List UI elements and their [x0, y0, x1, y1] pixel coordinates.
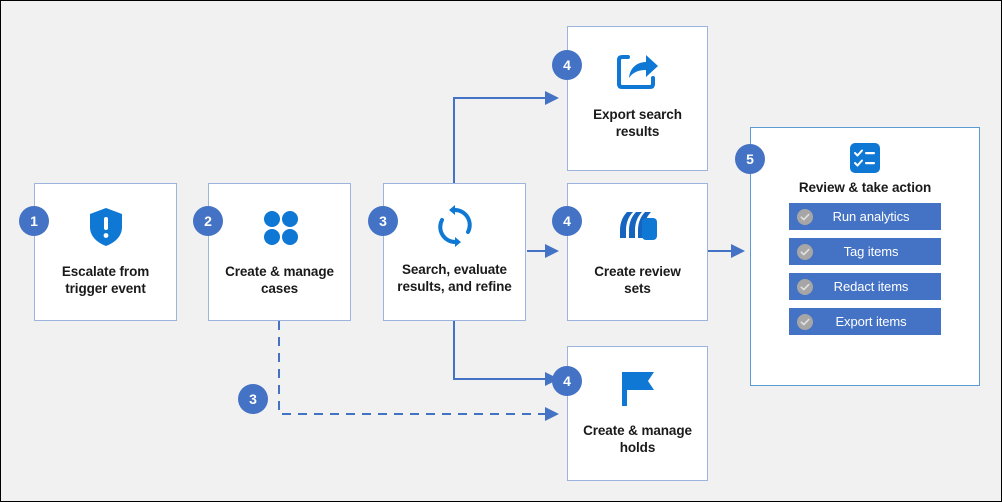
- connector-search-to-export: [453, 91, 559, 183]
- step-badge-5: 5: [735, 144, 765, 174]
- layers-stack-icon: [617, 206, 659, 248]
- action-redact-items-label: Redact items: [833, 279, 909, 294]
- node-cases-label: Create & manage cases: [225, 264, 334, 296]
- shield-exclamation-icon: [89, 206, 123, 248]
- step-badge-3-number: 3: [379, 213, 387, 229]
- step-badge-2: 2: [193, 206, 223, 236]
- panel-review-title: Review & take action: [798, 180, 932, 195]
- step-badge-4-holds-number: 4: [563, 373, 571, 389]
- node-create-manage-cases[interactable]: Create & manage cases: [208, 183, 351, 321]
- node-search-evaluate-refine[interactable]: Search, evaluate results, and refine: [383, 183, 526, 321]
- connector-search-to-holds: [453, 321, 559, 386]
- step-badge-3: 3: [368, 206, 398, 236]
- action-export-items[interactable]: Export items: [789, 308, 941, 335]
- node-export-search-results[interactable]: Export search results: [567, 26, 708, 171]
- node-escalate-from-trigger-event[interactable]: Escalate from trigger event: [34, 183, 177, 321]
- check-circle-icon: [797, 243, 813, 260]
- step-badge-4-reviewsets: 4: [552, 206, 582, 236]
- checklist-icon: [850, 142, 880, 174]
- step-badge-2-number: 2: [204, 213, 212, 229]
- node-export-search-label: Export search results: [593, 107, 682, 139]
- check-circle-icon: [797, 208, 813, 225]
- connector-cases-to-holds-dashed: [278, 321, 559, 421]
- step-badge-3-holds-branch-number: 3: [249, 391, 257, 407]
- panel-review-take-action[interactable]: Review & take action Run analytics Tag i…: [750, 127, 980, 386]
- action-tag-items[interactable]: Tag items: [789, 238, 941, 265]
- node-review-sets-label: Create review sets: [594, 264, 681, 296]
- step-badge-4-reviewsets-number: 4: [563, 213, 571, 229]
- export-share-icon: [616, 49, 659, 93]
- node-create-manage-holds[interactable]: Create & manage holds: [567, 346, 708, 481]
- node-create-review-sets[interactable]: Create review sets: [567, 183, 708, 321]
- check-circle-icon: [797, 278, 813, 295]
- step-badge-5-number: 5: [746, 151, 754, 167]
- step-badge-4-export-number: 4: [563, 57, 571, 73]
- node-search-label: Search, evaluate results, and refine: [397, 262, 512, 294]
- step-badge-4-export: 4: [552, 50, 582, 80]
- four-dots-icon: [261, 206, 299, 248]
- node-escalate-label: Escalate from trigger event: [61, 264, 150, 296]
- refresh-cycle-icon: [436, 204, 474, 248]
- flag-icon: [618, 367, 658, 409]
- check-circle-icon: [797, 313, 813, 330]
- step-badge-1-number: 1: [30, 213, 38, 229]
- step-badge-1: 1: [19, 206, 49, 236]
- action-run-analytics-label: Run analytics: [832, 209, 910, 224]
- step-badge-4-holds: 4: [552, 366, 582, 396]
- action-run-analytics[interactable]: Run analytics: [789, 203, 941, 230]
- action-export-items-label: Export items: [835, 314, 907, 329]
- action-redact-items[interactable]: Redact items: [789, 273, 941, 300]
- node-holds-label: Create & manage holds: [583, 423, 692, 455]
- action-tag-items-label: Tag items: [843, 244, 899, 259]
- step-badge-3-holds-branch: 3: [238, 384, 268, 414]
